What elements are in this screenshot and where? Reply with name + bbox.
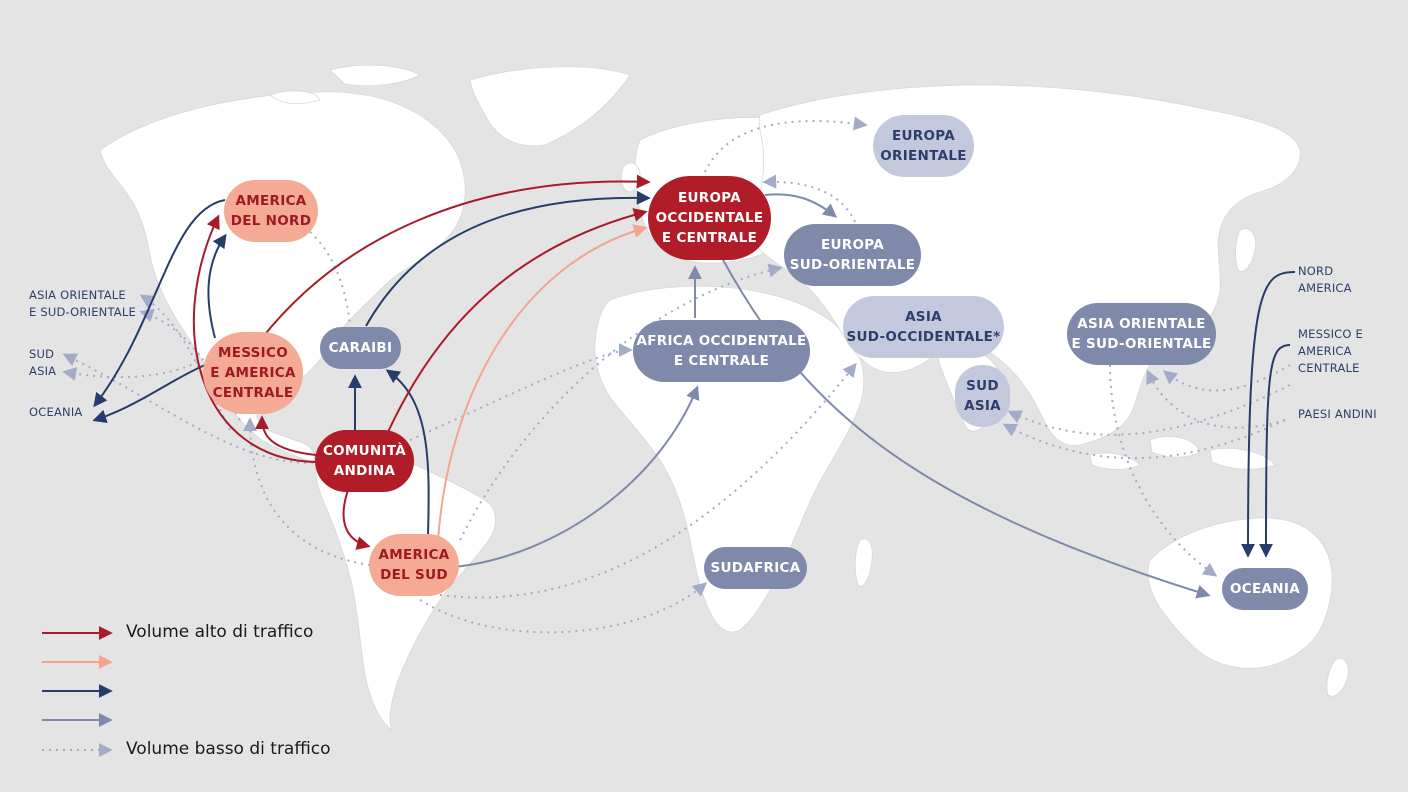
node-messico: MESSICO E AMERICA CENTRALE <box>203 332 303 414</box>
route-med-1 <box>93 199 226 408</box>
node-asia-sud-occidentale: ASIA SUD-OCCIDENTALE* <box>843 296 1004 358</box>
legend-low-label: Volume basso di traffico <box>126 739 331 759</box>
low-routes <box>62 116 1291 634</box>
route-low-1 <box>704 116 868 173</box>
node-caraibi: CARAIBI <box>320 327 401 369</box>
node-africa-occidentale: AFRICA OCCIDENTALE E CENTRALE <box>633 320 810 382</box>
route-med-4 <box>365 190 651 327</box>
greenland-land <box>469 66 631 147</box>
node-comunita-andina: COMUNITÀ ANDINA <box>315 430 414 492</box>
side-label-oceania: OCEANIA <box>29 405 83 419</box>
route-high-5 <box>342 489 371 550</box>
node-sud-asia: SUD ASIA <box>955 365 1010 427</box>
route-high-1 <box>261 174 651 339</box>
side-label-asia-orientale: ASIA ORIENTALE E SUD-ORIENTALE <box>29 288 136 319</box>
side-label-sud-asia: SUD ASIA <box>29 347 57 378</box>
node-europa-sud-orientale: EUROPA SUD-ORIENTALE <box>784 224 921 286</box>
route-med-6 <box>385 369 430 536</box>
route-low-12 <box>459 263 783 541</box>
node-america-nord: AMERICA DEL NORD <box>224 180 318 242</box>
route-low-6 <box>139 294 231 431</box>
route-med-8 <box>1259 344 1291 558</box>
node-europa-orientale: EUROPA ORIENTALE <box>873 115 974 177</box>
route-med-2 <box>92 364 206 424</box>
route-ml-4 <box>721 257 1211 599</box>
route-med-7 <box>1241 271 1296 558</box>
node-america-sud: AMERICA DEL SUD <box>369 534 459 596</box>
medium-routes <box>92 190 1296 558</box>
route-high-3 <box>255 415 317 456</box>
route-low-9 <box>439 362 857 599</box>
route-low-8 <box>243 417 371 566</box>
route-ml-3 <box>454 385 700 568</box>
medium-low-routes <box>454 193 1211 599</box>
route-low-4 <box>62 361 199 381</box>
legend-lines <box>42 626 113 757</box>
side-label-paesi-andini: PAESI ANDINI <box>1298 407 1377 421</box>
route-low-2 <box>762 174 856 223</box>
route-low-15 <box>1146 369 1286 429</box>
node-oceania: OCEANIA <box>1222 568 1308 610</box>
route-low-17 <box>1002 419 1286 460</box>
route-ml-1 <box>764 193 838 218</box>
node-asia-orientale: ASIA ORIENTALE E SUD-ORIENTALE <box>1067 303 1216 365</box>
node-sudafrica: SUDAFRICA <box>704 547 807 589</box>
route-low-10 <box>419 582 708 634</box>
side-label-messico: MESSICO E AMERICA CENTRALE <box>1298 327 1363 375</box>
legend-high-label: Volume alto di traffico <box>126 622 314 642</box>
route-mh-1 <box>437 224 648 541</box>
route-low-5 <box>62 353 321 464</box>
route-high-2 <box>387 208 648 433</box>
side-label-nord-america: NORD AMERICA <box>1298 264 1352 295</box>
route-low-14 <box>1162 364 1291 392</box>
medium-high-routes <box>437 224 648 541</box>
route-low-3 <box>309 231 351 326</box>
node-europa-occidentale: EUROPA OCCIDENTALE E CENTRALE <box>648 176 771 260</box>
route-med-3 <box>207 233 227 339</box>
